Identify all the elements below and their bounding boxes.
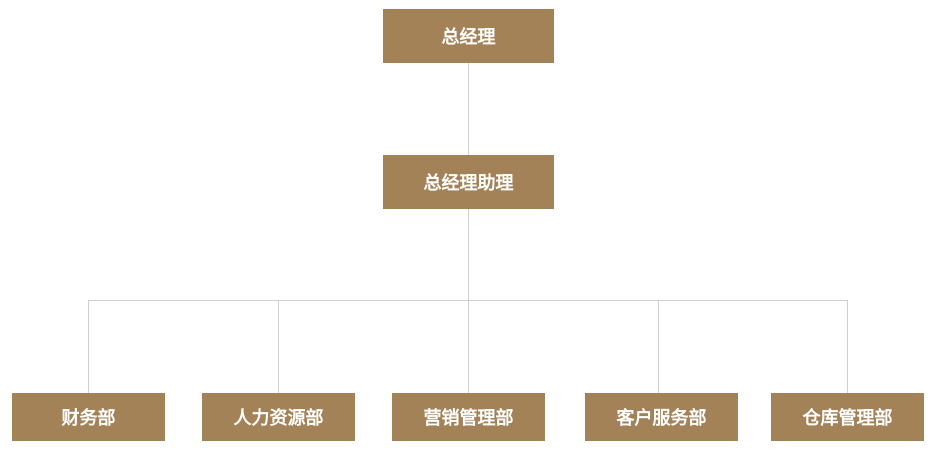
- node-marketing-dept[interactable]: 营销管理部: [392, 393, 545, 441]
- node-finance-dept[interactable]: 财务部: [12, 393, 165, 441]
- node-assistant-label: 总经理助理: [423, 173, 514, 194]
- node-warehouse-label: 仓库管理部: [802, 408, 893, 429]
- node-warehouse-dept[interactable]: 仓库管理部: [771, 393, 924, 441]
- node-finance-label: 财务部: [61, 408, 116, 429]
- node-general-manager[interactable]: 总经理: [383, 9, 554, 63]
- node-marketing-label: 营销管理部: [423, 408, 514, 429]
- node-hr-label: 人力资源部: [233, 408, 324, 429]
- node-customer-service-dept[interactable]: 客户服务部: [585, 393, 738, 441]
- node-hr-dept[interactable]: 人力资源部: [202, 393, 355, 441]
- node-assistant-general-manager[interactable]: 总经理助理: [383, 155, 554, 209]
- node-general-manager-label: 总经理: [441, 27, 496, 48]
- node-customer-service-label: 客户服务部: [616, 408, 707, 429]
